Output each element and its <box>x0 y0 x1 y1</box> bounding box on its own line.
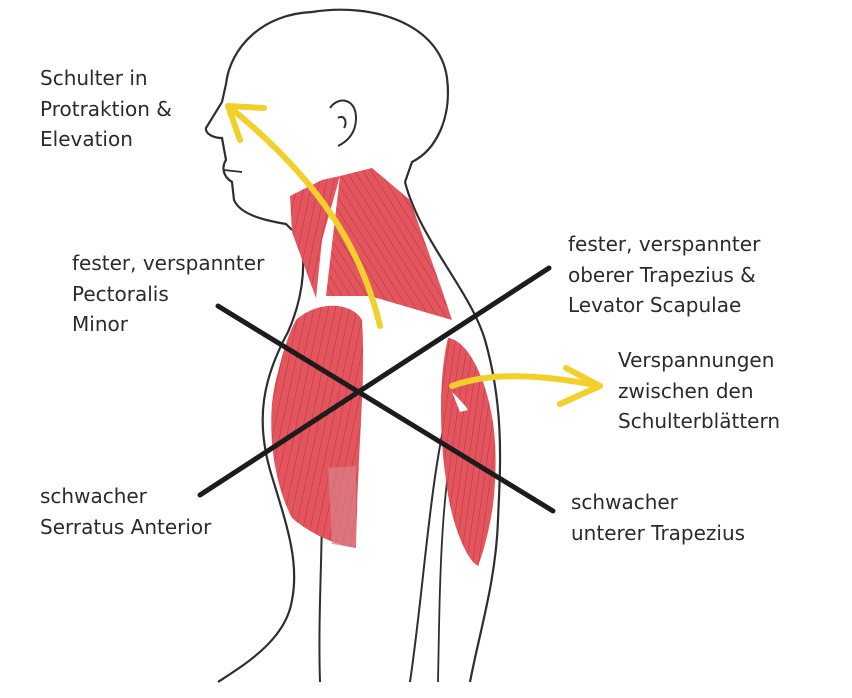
label-line: unterer Trapezius <box>571 520 746 545</box>
neck-muscles <box>290 168 452 320</box>
label-shoulder-protraction: Schulter in Protraktion & Elevation <box>40 63 172 155</box>
label-pectoralis-minor: fester, verspannter Pectoralis Minor <box>72 248 264 340</box>
label-line: Pectoralis <box>72 281 169 306</box>
mouth-line <box>223 169 243 173</box>
head-outline <box>311 8 449 183</box>
label-line: fester, verspannter <box>568 232 761 256</box>
label-line: Verspannungen <box>618 348 775 372</box>
label-line: schwacher <box>40 484 147 508</box>
ear-outline <box>329 99 358 147</box>
chest-outline <box>217 231 305 683</box>
label-line: Serratus Anterior <box>40 514 212 539</box>
label-line: Protraktion & <box>40 96 172 121</box>
pectoralis-muscle <box>271 305 364 548</box>
label-line: schwacher <box>571 490 678 514</box>
face-outline <box>204 10 313 231</box>
label-line: zwischen den <box>618 378 754 403</box>
label-line: Levator Scapulae <box>568 293 742 317</box>
label-line: oberer Trapezius & <box>568 262 756 287</box>
label-line: Schulter in <box>40 66 148 90</box>
back-outline <box>403 181 502 683</box>
cross-line-upper-lower <box>215 303 556 514</box>
shoulder-blade-muscle <box>441 338 496 566</box>
label-line: fester, verspannter <box>72 251 265 275</box>
label-serratus-anterior: schwacher Serratus Anterior <box>40 481 211 542</box>
label-upper-trapezius: fester, verspannter oberer Trapezius & L… <box>568 229 760 321</box>
label-scapula-tension: Verspannungen zwischen den Schulterblätt… <box>618 345 780 437</box>
label-line: Minor <box>72 312 128 336</box>
protraction-arrow <box>225 103 383 329</box>
label-line: Schulterblättern <box>618 409 781 433</box>
label-line: Elevation <box>40 127 133 151</box>
tension-arrow <box>449 365 603 407</box>
label-lower-trapezius: schwacher unterer Trapezius <box>571 487 745 548</box>
cross-line-serratus-trapezius <box>197 265 552 498</box>
